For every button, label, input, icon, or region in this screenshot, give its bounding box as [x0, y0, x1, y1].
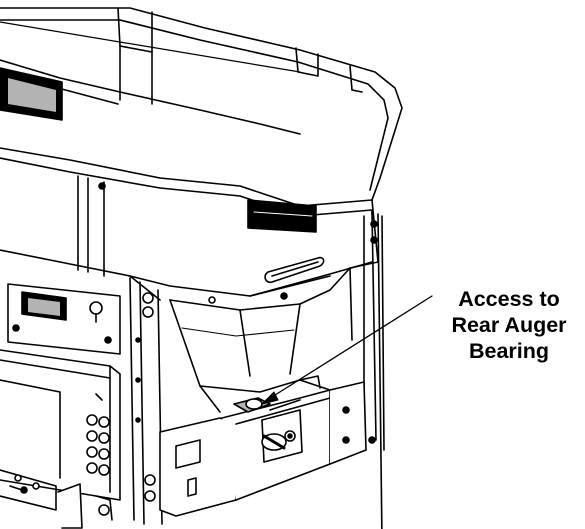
callout-leader-arrow: [261, 295, 433, 405]
callout-line-2: Rear Auger: [451, 313, 567, 337]
rear-auger-bearing: [233, 375, 321, 413]
side-decal: [247, 199, 317, 233]
bearing-cover-plate: [159, 381, 367, 517]
auger-chute: [169, 267, 353, 413]
left-frame-channel: [129, 277, 163, 525]
callout-line-1: Access to: [458, 287, 560, 311]
lower-bracket: [0, 469, 113, 529]
electrical-box: [0, 349, 121, 501]
callout-label: Access to Rear Auger Bearing: [436, 286, 582, 364]
lower-right-walls: [269, 261, 379, 411]
hopper-top-rim: [0, 7, 403, 201]
handle: [264, 256, 325, 284]
control-panel-left: [7, 283, 121, 355]
connector-grid: [86, 414, 110, 476]
callout-line-3: Bearing: [468, 339, 550, 363]
fasteners: [14, 182, 288, 490]
bearing-lock-knob: [261, 430, 296, 451]
hopper-body: [0, 147, 383, 529]
left-wall-window: [0, 67, 63, 121]
